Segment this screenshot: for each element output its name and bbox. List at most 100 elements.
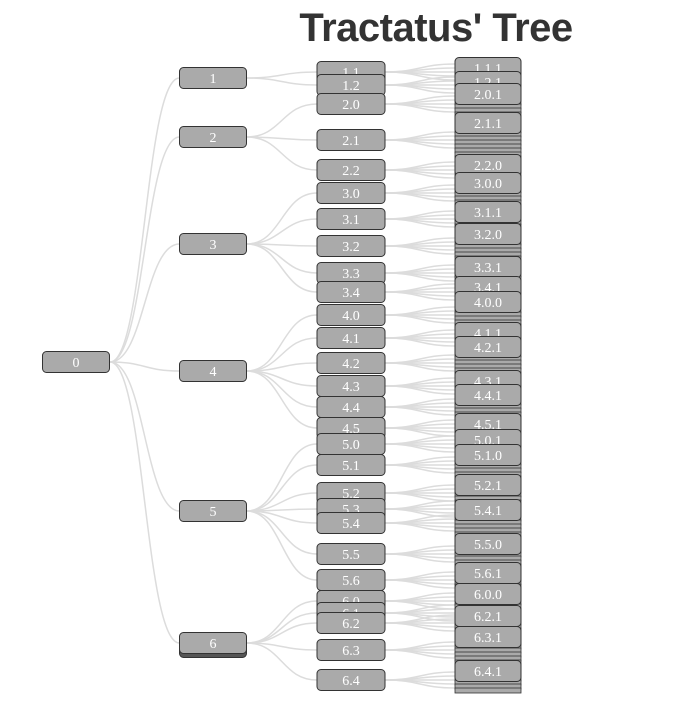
link-5-3-leaf	[384, 508, 456, 518]
node-level3-2-0-1[interactable]: 2.0.1	[454, 83, 522, 105]
link-4-3-leaf	[384, 385, 456, 395]
link-4-4-1	[246, 337, 318, 372]
node-level3-5-2-1[interactable]: 5.2.1	[454, 474, 522, 496]
node-level3-4-0-0[interactable]: 4.0.0	[454, 291, 522, 313]
node-level2-5-6[interactable]: 5.6	[316, 569, 386, 591]
node-level3-5-4-1[interactable]: 5.4.1	[454, 499, 522, 521]
node-level2-4-2-box	[316, 352, 386, 374]
node-level3-3-2-0[interactable]: 3.2.0	[454, 223, 522, 245]
link-0-1	[109, 77, 180, 363]
node-level2-6-4[interactable]: 6.4	[316, 669, 386, 691]
link-5-4-leaf	[384, 522, 456, 532]
node-level2-4-1[interactable]: 4.1	[316, 327, 386, 349]
node-level3-4-4-1[interactable]: 4.4.1	[454, 384, 522, 406]
node-root-0[interactable]: 0	[42, 351, 110, 373]
node-level3-5-1-0[interactable]: 5.1.0	[454, 444, 522, 466]
node-level3-3-0-0[interactable]: 3.0.0	[454, 172, 522, 194]
link-3-0-leaf	[384, 192, 456, 202]
node-level2-4-2[interactable]: 4.2	[316, 352, 386, 374]
node-level3-3-2-0-label: 3.2.0	[474, 228, 502, 243]
node-level3-6-2-1-label: 6.2.1	[474, 610, 502, 625]
node-level2-4-4[interactable]: 4.4	[316, 396, 386, 418]
node-level2-4-0-label: 4.0	[342, 309, 360, 324]
link-4-4-5	[246, 370, 318, 429]
node-level1-4[interactable]: 4	[179, 360, 247, 382]
node-level3-3-1-1[interactable]: 3.1.1	[454, 201, 522, 223]
node-level2-2-1-box	[316, 129, 386, 151]
node-level2-1-2[interactable]: 1.2	[316, 74, 386, 96]
node-level2-4-0[interactable]: 4.0	[316, 304, 386, 326]
node-level3-2-1-1-label: 2.1.1	[474, 117, 502, 132]
node-level2-3-3-label: 3.3	[342, 267, 360, 282]
node-level2-6-4-box	[316, 669, 386, 691]
node-level2-3-4[interactable]: 3.4	[316, 281, 386, 303]
node-level2-3-2[interactable]: 3.2	[316, 235, 386, 257]
link-5-5-0	[246, 443, 318, 512]
node-level2-3-0[interactable]: 3.0	[316, 182, 386, 204]
node-level3-6-4-1-box	[454, 660, 522, 682]
link-5-1-leaf	[384, 464, 456, 474]
node-level3-6-4-1[interactable]: 6.4.1	[454, 660, 522, 682]
node-level3-6-3-1[interactable]: 6.3.1	[454, 626, 522, 648]
node-level2-2-1-label: 2.1	[342, 134, 360, 149]
node-level3-5-5-0[interactable]: 5.5.0	[454, 533, 522, 555]
node-level2-2-2-label: 2.2	[342, 164, 360, 179]
node-level3-3-3-1-label: 3.3.1	[474, 261, 502, 276]
node-level3-6-0-0-box	[454, 583, 522, 605]
node-level1-6-label: 6	[210, 637, 217, 652]
link-6-3-leaf	[384, 649, 456, 659]
node-level1-5[interactable]: 5	[179, 500, 247, 522]
node-level1-3[interactable]: 3	[179, 233, 247, 255]
node-level2-5-1[interactable]: 5.1	[316, 454, 386, 476]
node-level2-6-2[interactable]: 6.2	[316, 612, 386, 634]
node-level2-5-0[interactable]: 5.0	[316, 433, 386, 455]
node-level2-3-1[interactable]: 3.1	[316, 208, 386, 230]
link-3-3-1	[246, 218, 318, 245]
link-2-1-leaf	[384, 139, 456, 149]
node-level1-5-box	[179, 500, 247, 522]
tree-nodes: 01234561.11.22.02.12.23.03.13.23.33.44.0…	[42, 57, 522, 691]
node-level1-1[interactable]: 1	[179, 67, 247, 89]
node-level2-4-1-label: 4.1	[342, 332, 360, 347]
node-level3-6-0-0[interactable]: 6.0.0	[454, 583, 522, 605]
node-level3-4-4-1-label: 4.4.1	[474, 389, 502, 404]
node-level1-6[interactable]: 6	[179, 632, 247, 654]
node-level2-4-3[interactable]: 4.3	[316, 375, 386, 397]
node-level3-2-2-0[interactable]: 2.2.0	[454, 154, 522, 176]
link-1-1-2	[246, 77, 318, 86]
link-4-4-leaf	[384, 406, 456, 416]
node-level3-6-2-1[interactable]: 6.2.1	[454, 605, 522, 627]
node-level3-2-1-1-box	[454, 112, 522, 134]
node-level2-2-0[interactable]: 2.0	[316, 93, 386, 115]
node-level2-5-5-box	[316, 543, 386, 565]
node-level3-2-0-1-box	[454, 83, 522, 105]
node-level2-5-4[interactable]: 5.4	[316, 512, 386, 534]
node-level3-3-1-1-box	[454, 201, 522, 223]
node-level3-2-1-1[interactable]: 2.1.1	[454, 112, 522, 134]
node-level2-6-3-box	[316, 639, 386, 661]
node-level1-2-box	[179, 126, 247, 148]
node-level3-5-2-1-label: 5.2.1	[474, 479, 502, 494]
node-level2-6-2-label: 6.2	[342, 617, 360, 632]
node-level2-5-5[interactable]: 5.5	[316, 543, 386, 565]
link-1-1-1	[246, 71, 318, 79]
node-level2-2-2[interactable]: 2.2	[316, 159, 386, 181]
node-level2-3-4-box	[316, 281, 386, 303]
node-level3-3-3-1[interactable]: 3.3.1	[454, 256, 522, 278]
node-level1-2[interactable]: 2	[179, 126, 247, 148]
link-1-2-leaf	[384, 84, 456, 94]
node-level3-5-6-1[interactable]: 5.6.1	[454, 562, 522, 584]
node-level2-3-3[interactable]: 3.3	[316, 262, 386, 284]
node-level1-2-label: 2	[210, 131, 217, 146]
node-level2-5-1-label: 5.1	[342, 459, 360, 474]
link-3-2-leaf	[384, 245, 456, 255]
node-level2-4-1-box	[316, 327, 386, 349]
tree-links	[109, 63, 456, 689]
node-level1-6-box	[179, 632, 247, 654]
node-level2-6-3[interactable]: 6.3	[316, 639, 386, 661]
link-5-5-1	[246, 464, 318, 512]
node-level3-4-2-1[interactable]: 4.2.1	[454, 336, 522, 358]
node-level2-2-1[interactable]: 2.1	[316, 129, 386, 151]
node-level2-5-6-label: 5.6	[342, 574, 360, 589]
link-6-1-leaf	[384, 612, 456, 622]
